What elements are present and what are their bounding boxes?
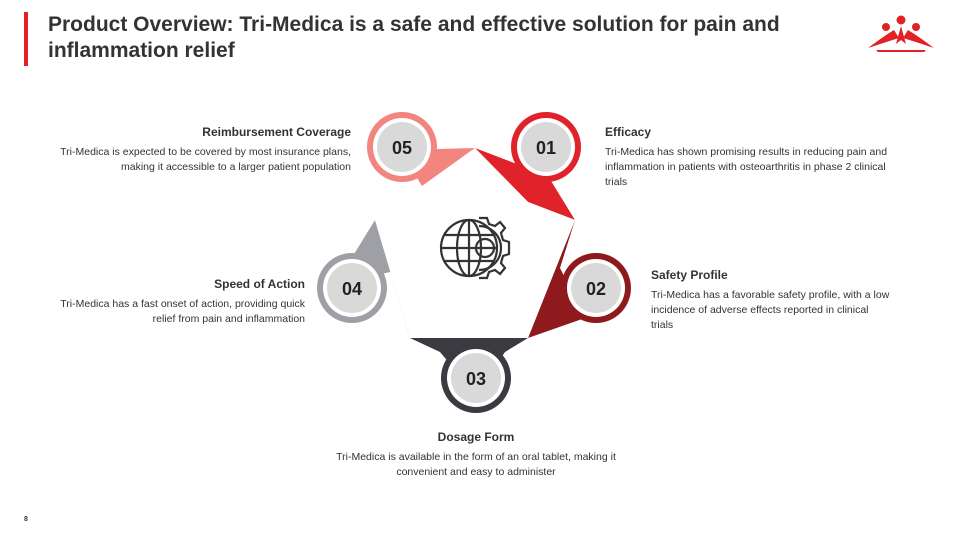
step-05-heading: Reimbursement Coverage (202, 125, 351, 139)
badge-02-number: 02 (586, 279, 606, 299)
badge-01-number: 01 (536, 138, 556, 158)
badge-01: 01 (511, 112, 581, 182)
step-03-block: Dosage Form Tri-Medica is available in t… (326, 430, 626, 480)
step-01-block: Efficacy Tri-Medica has shown promising … (605, 125, 905, 190)
badge-02: 02 (561, 253, 631, 323)
globe-gear-icon (439, 216, 511, 280)
step-03-text: Tri-Medica is available in the form of a… (336, 451, 616, 478)
step-01-text: Tri-Medica has shown promising results i… (605, 146, 888, 188)
step-05-block: Reimbursement Coverage Tri-Medica is exp… (60, 125, 351, 175)
step-02-heading: Safety Profile (651, 268, 728, 282)
step-04-block: Speed of Action Tri-Medica has a fast on… (60, 277, 305, 327)
arrow-segment-01 (475, 148, 575, 220)
badge-03: 03 (441, 343, 511, 413)
step-05-text: Tri-Medica is expected to be covered by … (60, 146, 351, 173)
page-number: 8 (24, 516, 28, 523)
step-03-heading: Dosage Form (437, 430, 515, 444)
step-02-block: Safety Profile Tri-Medica has a favorabl… (651, 268, 891, 333)
step-01-heading: Efficacy (605, 125, 652, 139)
step-04-text: Tri-Medica has a fast onset of action, p… (60, 298, 305, 325)
step-02-text: Tri-Medica has a favorable safety profil… (651, 289, 890, 331)
title-accent-bar (24, 12, 28, 66)
page-title: Product Overview: Tri-Medica is a safe a… (48, 13, 780, 62)
step-04-heading: Speed of Action (214, 277, 305, 291)
badge-05-number: 05 (392, 138, 412, 158)
people-logo-icon (868, 15, 934, 52)
center-star (375, 148, 575, 338)
badge-04: 04 (317, 253, 387, 323)
badge-04-number: 04 (342, 279, 362, 299)
badge-05: 05 (367, 112, 437, 182)
badge-03-number: 03 (466, 369, 486, 389)
